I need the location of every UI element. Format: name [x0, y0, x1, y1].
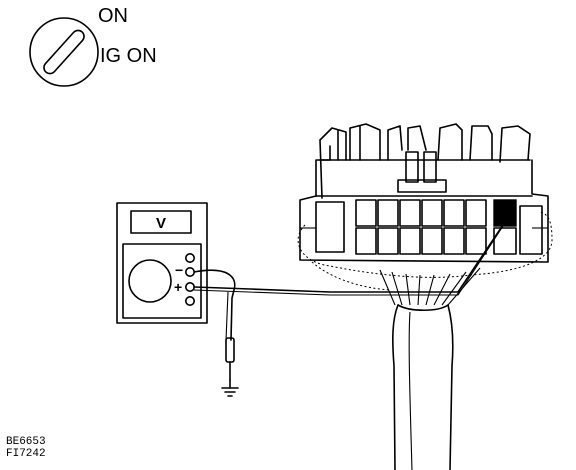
figure-code-2: FI7242 [6, 448, 46, 460]
wire-harness [379, 267, 481, 470]
ignition-switch-icon [29, 17, 99, 87]
voltmeter [116, 202, 208, 324]
voltmeter-display-label: V [156, 215, 166, 232]
ignition-ig-on-label: IG ON [100, 45, 157, 67]
negative-lead [193, 269, 236, 341]
plus-sign: + [174, 279, 182, 295]
ignition-on-label: ON [98, 5, 128, 27]
terminal-minus [185, 266, 196, 277]
tested-terminal [493, 199, 517, 227]
minus-sign: − [175, 262, 183, 278]
meter-dial-icon [128, 259, 172, 303]
ground-probe [225, 337, 235, 381]
figure-code-1: BE6653 [6, 436, 46, 448]
positive-lead [193, 221, 506, 293]
ground-icon [221, 379, 239, 397]
connector-housing [297, 123, 553, 291]
terminal-4 [185, 295, 196, 306]
terminal-plus [185, 281, 196, 292]
terminal-1 [185, 253, 196, 264]
